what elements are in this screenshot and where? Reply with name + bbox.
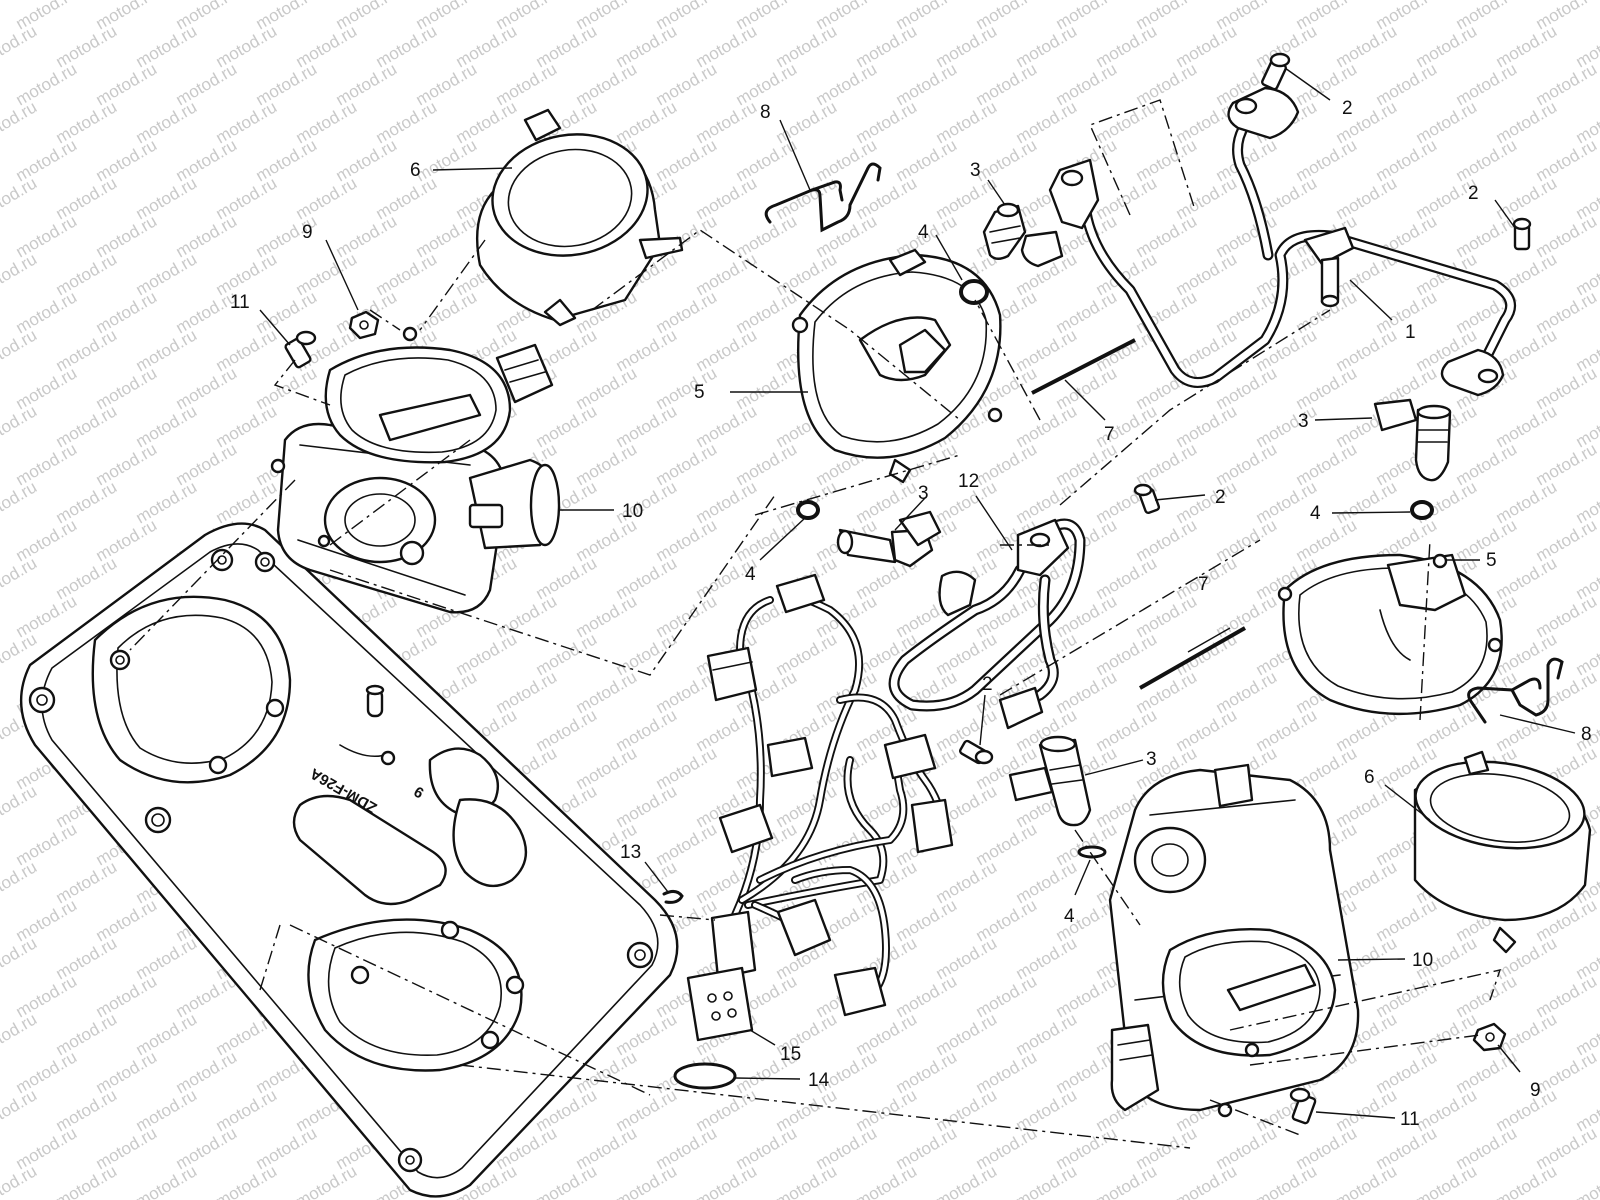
callout-6-front: 6 xyxy=(1364,767,1375,788)
watermark-text: motod.ru xyxy=(693,1161,761,1200)
clip-13 xyxy=(662,889,684,904)
callout-10-rear: 10 xyxy=(622,501,643,522)
callout-7-rear: 7 xyxy=(1104,424,1115,445)
watermark-text: motod.ru xyxy=(293,1161,361,1200)
callout-1: 1 xyxy=(1405,322,1416,343)
watermark-text: motod.ru xyxy=(53,1161,121,1200)
spring-clip-front xyxy=(1467,657,1564,724)
bolt-11-rear xyxy=(284,330,317,369)
watermark-text: motod.ru xyxy=(1253,1161,1321,1200)
callout-15: 15 xyxy=(780,1044,801,1065)
callout-10-front: 10 xyxy=(1412,950,1433,971)
intake-funnel-rear xyxy=(475,108,684,327)
callout-2-top: 2 xyxy=(1342,98,1353,119)
watermark-text: motod.ru xyxy=(133,1161,201,1200)
injector-holder-front xyxy=(1277,553,1503,716)
callout-4-middle: 4 xyxy=(745,564,756,585)
callout-11-rear: 11 xyxy=(230,292,250,313)
oring-rear-top xyxy=(959,279,989,305)
callout-9-front: 9 xyxy=(1530,1080,1541,1101)
callout-14: 14 xyxy=(808,1070,830,1091)
callout-4-front-right: 4 xyxy=(1310,503,1321,524)
watermark-text: motod.ru xyxy=(853,1161,921,1200)
bolt-2-right xyxy=(1512,217,1532,251)
throttle-body-front xyxy=(1108,763,1360,1118)
callout-2-middle: 2 xyxy=(1215,487,1226,508)
callout-9-rear: 9 xyxy=(302,222,313,243)
fuel-rail-12 xyxy=(888,518,1086,730)
watermark-text: motod.ru xyxy=(0,1161,40,1200)
watermark-text: motod.ru xyxy=(0,553,40,603)
injector-rear-top xyxy=(982,202,1064,268)
injector-holder-rear xyxy=(791,248,1003,484)
callout-8-front: 8 xyxy=(1581,724,1592,745)
watermark-text: motod.ru xyxy=(0,1085,40,1135)
watermark-text: motod.ru xyxy=(933,1161,1001,1200)
throttle-body-rear xyxy=(270,326,561,614)
callout-2-right: 2 xyxy=(1468,183,1479,204)
oring-14 xyxy=(673,1062,737,1090)
watermark-text: motod.ru xyxy=(1493,1161,1561,1200)
bolt-2-middle xyxy=(1133,483,1161,515)
injector-lower-middle xyxy=(1008,735,1092,827)
wiring-harness xyxy=(686,573,954,1042)
nut-9-rear xyxy=(348,310,380,340)
callout-5-rear: 5 xyxy=(694,382,705,403)
callout-13: 13 xyxy=(620,842,641,863)
watermark-text: motod.ru xyxy=(0,1009,40,1059)
watermark-text: motod.ru xyxy=(773,1161,841,1200)
callout-5-front: 5 xyxy=(1486,550,1497,571)
watermark-text: motod.ru xyxy=(1573,1161,1600,1200)
watermark-text: motod.ru xyxy=(0,249,40,299)
injector-front-right xyxy=(1373,398,1452,482)
nut-9-front xyxy=(1472,1022,1507,1052)
watermark-text: motod.ru xyxy=(533,1161,601,1200)
airbox-plenum: ZDM-F26A 9 xyxy=(20,522,679,1198)
watermark-text: motod.ru xyxy=(0,325,40,375)
fuel-line-assembly xyxy=(1048,86,1517,397)
watermark-text: motod.ru xyxy=(1413,1161,1481,1200)
intake-funnel-front xyxy=(1413,750,1592,954)
rail-bar-rear xyxy=(1031,338,1136,395)
watermark-text: motod.ru xyxy=(0,933,40,983)
callouts: 2 2 2 2 1 3 3 3 3 4 4 4 4 5 5 6 6 7 7 8 … xyxy=(230,98,1592,1130)
callout-8-rear: 8 xyxy=(760,102,771,123)
watermark-text: motod.ru xyxy=(1093,1161,1161,1200)
callout-3-front-right: 3 xyxy=(1298,411,1309,432)
injector-middle-left xyxy=(836,510,942,568)
callout-3-lower: 3 xyxy=(1146,749,1157,770)
bolt-2-top xyxy=(1261,52,1291,91)
watermark-text: motod.ru xyxy=(0,21,40,71)
callout-3-rear-top: 3 xyxy=(970,160,981,181)
leader-lines xyxy=(259,67,1576,1119)
callout-2-lower: 2 xyxy=(982,674,993,695)
watermark-text: motod.ru xyxy=(1013,1161,1081,1200)
callout-12: 12 xyxy=(958,471,979,492)
oring-lower-middle xyxy=(1077,845,1107,859)
rail-bar-front xyxy=(1139,626,1246,690)
watermark-text: motod.ru xyxy=(0,401,40,451)
callout-3-middle: 3 xyxy=(918,483,929,504)
watermark-text: motod.ru xyxy=(0,477,40,527)
watermark-text: motod.ru xyxy=(0,173,40,223)
spring-clip-rear xyxy=(764,162,882,233)
watermark-text: motod.ru xyxy=(0,857,40,907)
oring-middle-left xyxy=(796,500,820,520)
bolt-11-front xyxy=(1289,1087,1317,1125)
watermark-text: motod.ru xyxy=(1173,1161,1241,1200)
callout-11-front: 11 xyxy=(1400,1109,1420,1130)
callout-4-rear-top: 4 xyxy=(918,222,929,243)
watermark-text: motod.ru xyxy=(613,1161,681,1200)
watermark-text: motod.ru xyxy=(1333,1161,1401,1200)
oring-front-right xyxy=(1410,500,1434,520)
callout-6-rear: 6 xyxy=(410,160,421,181)
callout-4-lower: 4 xyxy=(1064,906,1075,927)
watermark-text: motod.ru xyxy=(0,781,40,831)
callout-7-front: 7 xyxy=(1198,574,1209,595)
watermark-text: motod.ru xyxy=(0,97,40,147)
watermark-text: motod.ru xyxy=(213,1161,281,1200)
bolt-2-lower xyxy=(959,739,994,765)
assembly-lines xyxy=(129,99,1502,1149)
